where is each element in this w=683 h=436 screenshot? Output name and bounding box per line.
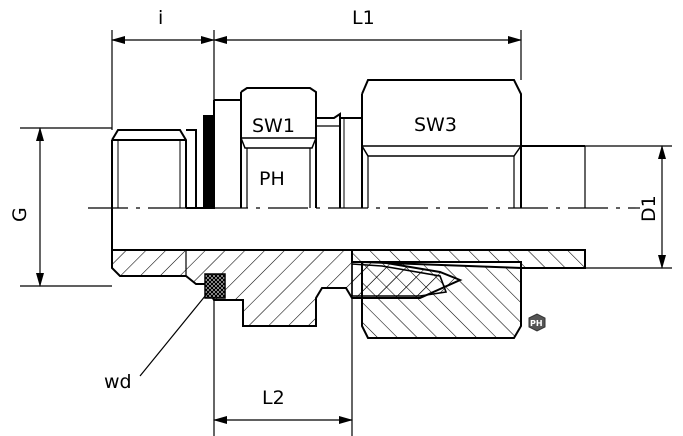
dim-l2-label: L2 bbox=[262, 387, 285, 409]
dimension-lines bbox=[20, 30, 672, 424]
label-ph: PH bbox=[259, 168, 285, 190]
dim-i-label: i bbox=[158, 7, 163, 29]
label-sw3: SW3 bbox=[414, 114, 457, 136]
label-sw1: SW1 bbox=[252, 115, 295, 137]
dim-d1-label: D1 bbox=[638, 195, 660, 222]
svg-text:PH: PH bbox=[530, 319, 543, 328]
label-wd: wd bbox=[104, 371, 132, 393]
seal-section bbox=[204, 273, 226, 299]
upper-outline bbox=[111, 79, 586, 250]
dim-l1-label: L1 bbox=[352, 7, 375, 29]
ph-logo: PH bbox=[528, 313, 546, 332]
lower-section bbox=[111, 249, 586, 339]
dim-g-label: G bbox=[9, 207, 31, 222]
